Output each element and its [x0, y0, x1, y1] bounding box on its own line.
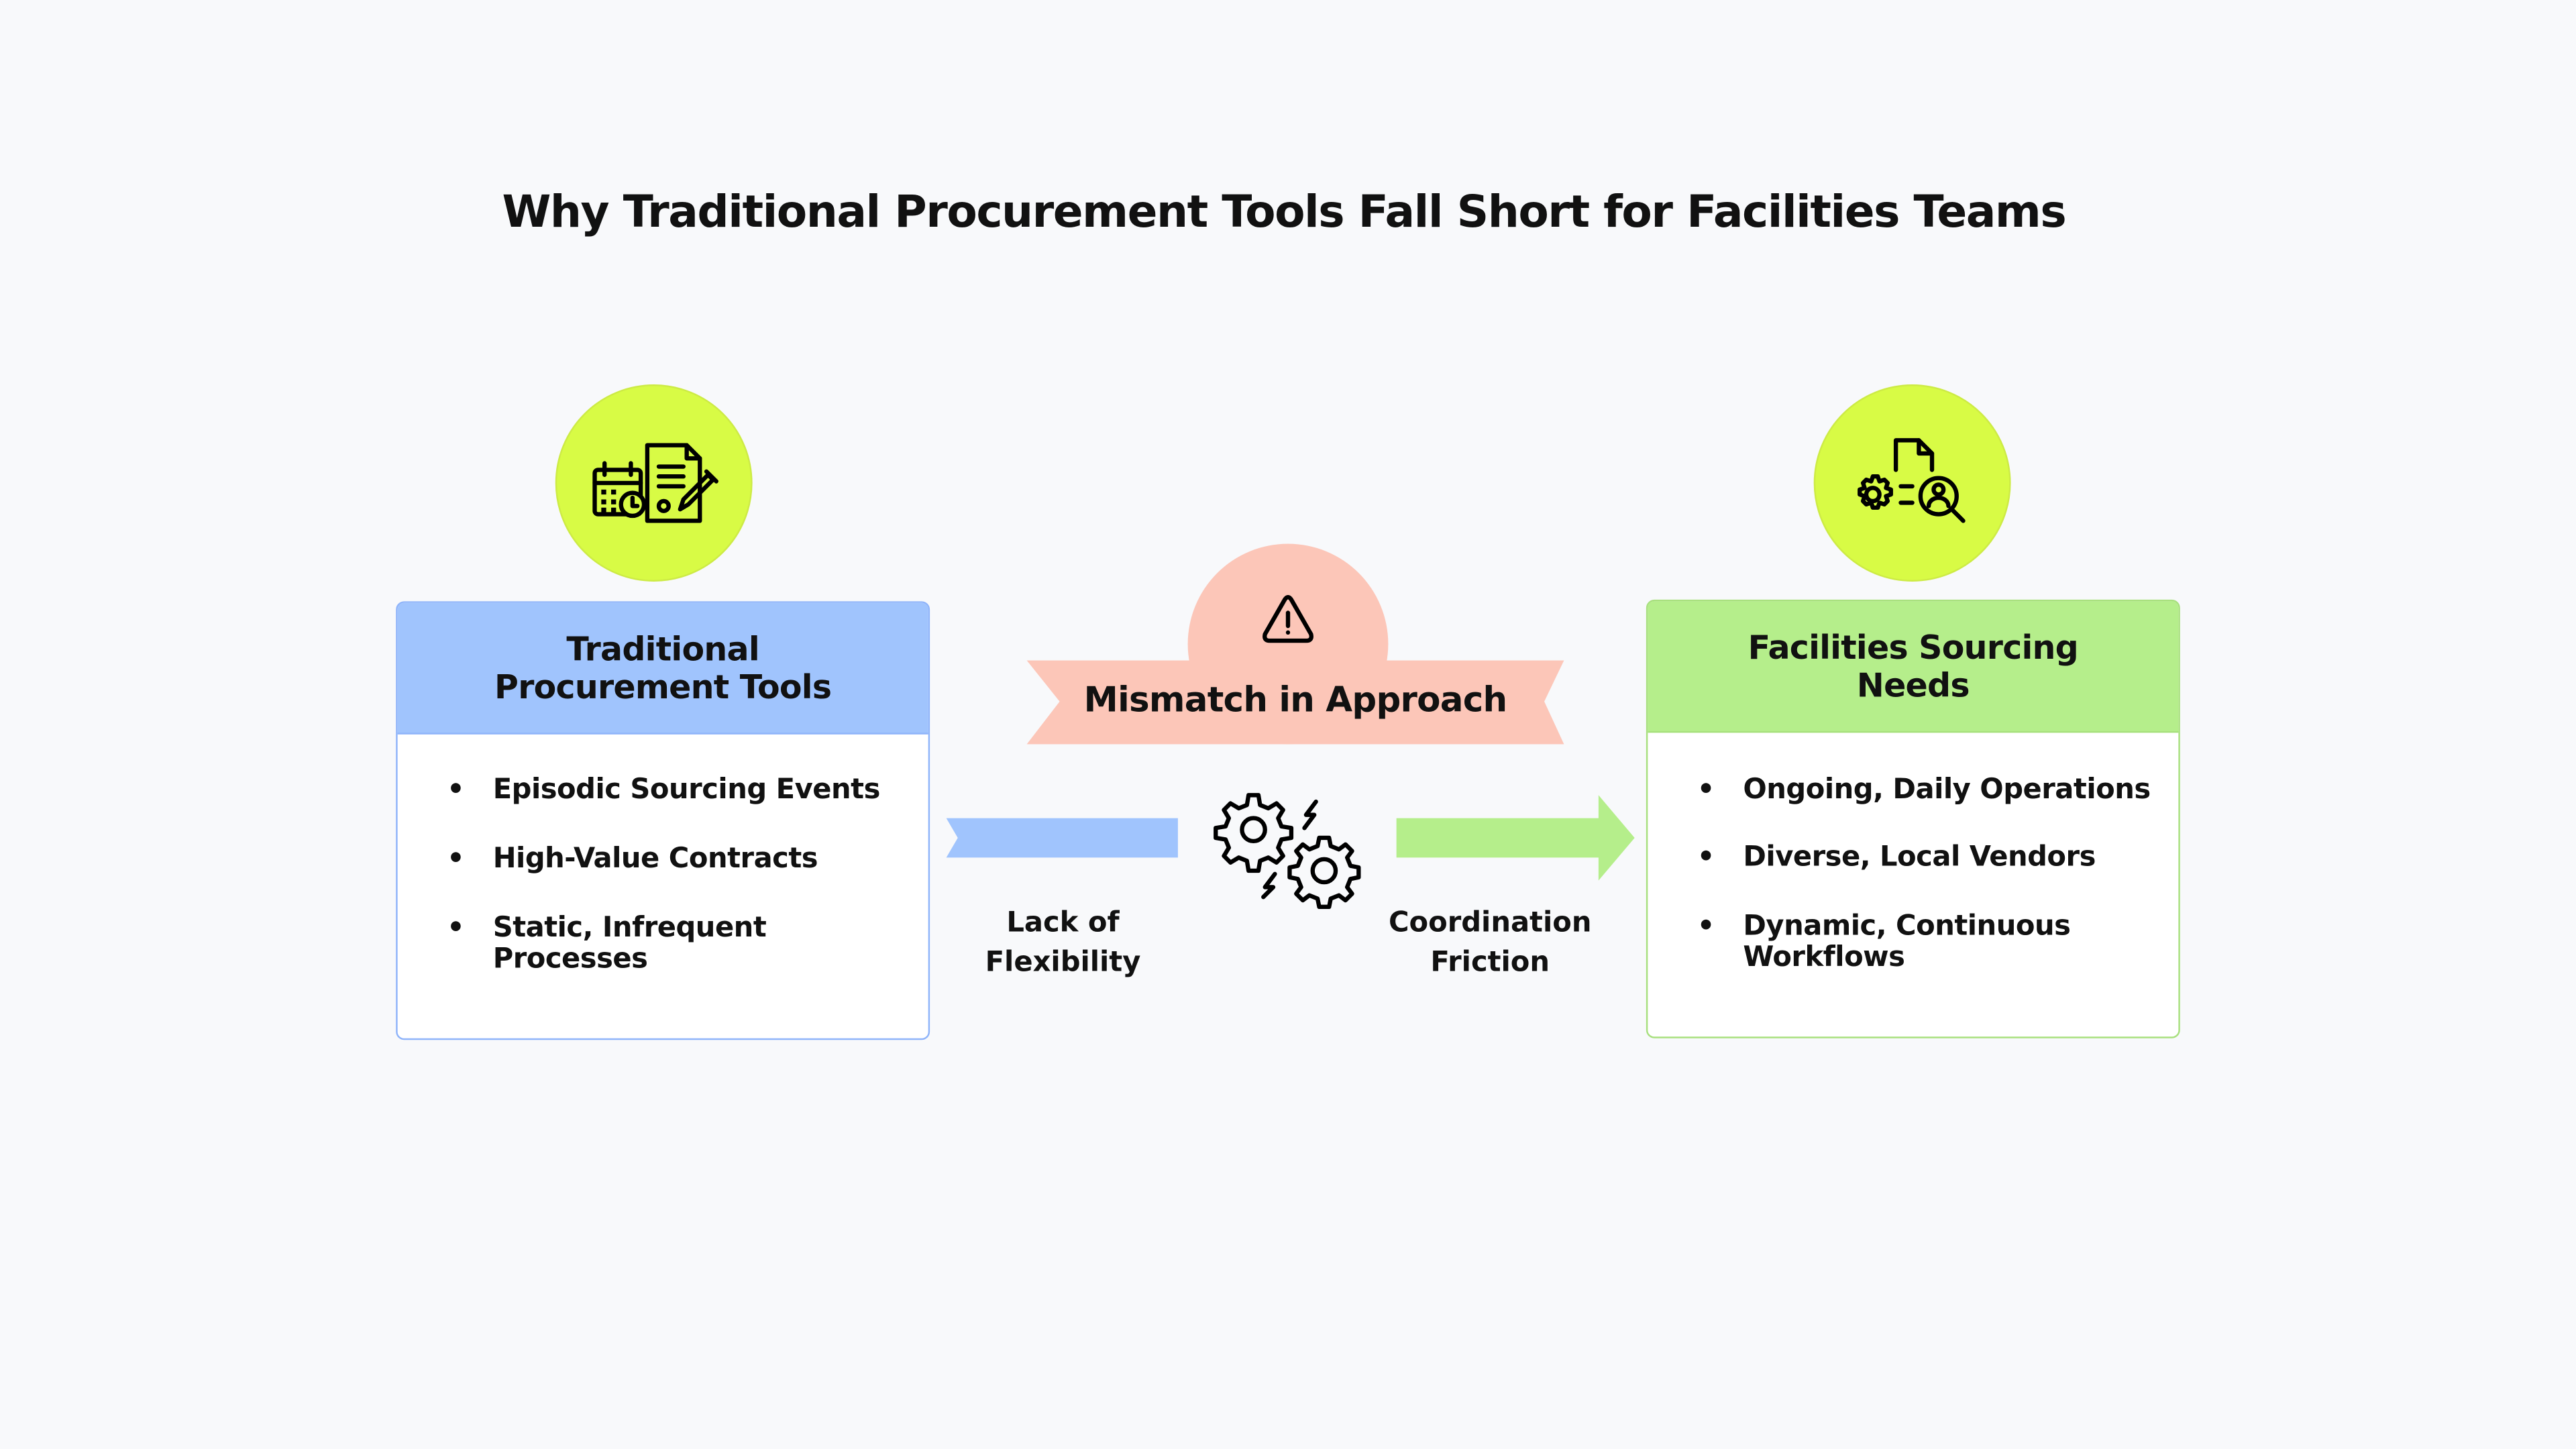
list-item: Episodic Sourcing Events: [447, 775, 920, 807]
lack-of-flexibility-label: Lack of Flexibility: [932, 904, 1195, 983]
gears-friction-icon: [1214, 793, 1361, 910]
card-heading-line2: Procurement Tools: [494, 666, 832, 706]
label-line1: Lack of: [1006, 906, 1120, 940]
mismatch-banner-label: Mismatch in Approach: [1083, 680, 1507, 720]
calendar-document-pen-icon: [592, 443, 718, 523]
card-heading-line1: Facilities Sourcing: [1748, 627, 2079, 667]
label-line2: Flexibility: [985, 946, 1141, 979]
gear-document-search-user-icon: [1858, 438, 1966, 523]
coordination-friction-arrow: [1396, 795, 1635, 881]
diagram-title: Why Traditional Procurement Tools Fall S…: [502, 187, 2066, 239]
coordination-friction-label: Coordination Friction: [1358, 904, 1621, 983]
mismatch-banner-shape: [1026, 543, 1564, 745]
facilities-needs-icon-circle: [1813, 384, 2011, 582]
list-item: High-Value Contracts: [447, 844, 920, 876]
card-heading-line1: Traditional: [566, 628, 759, 668]
label-line1: Coordination: [1388, 906, 1592, 940]
list-item: Diverse, Local Vendors: [1697, 842, 2170, 874]
card-heading-line2: Needs: [1856, 664, 1970, 704]
list-item: Dynamic, Continuous Workflows: [1697, 911, 2104, 974]
list-item: Ongoing, Daily Operations: [1697, 775, 2170, 807]
traditional-tools-icon-circle: [555, 384, 753, 582]
lack-of-flexibility-bar: [946, 818, 1178, 858]
warning-icon: [1263, 595, 1313, 643]
label-line2: Friction: [1430, 946, 1550, 979]
connector-arrows: [946, 795, 1635, 881]
list-item: Static, Infrequent Processes: [447, 912, 805, 976]
